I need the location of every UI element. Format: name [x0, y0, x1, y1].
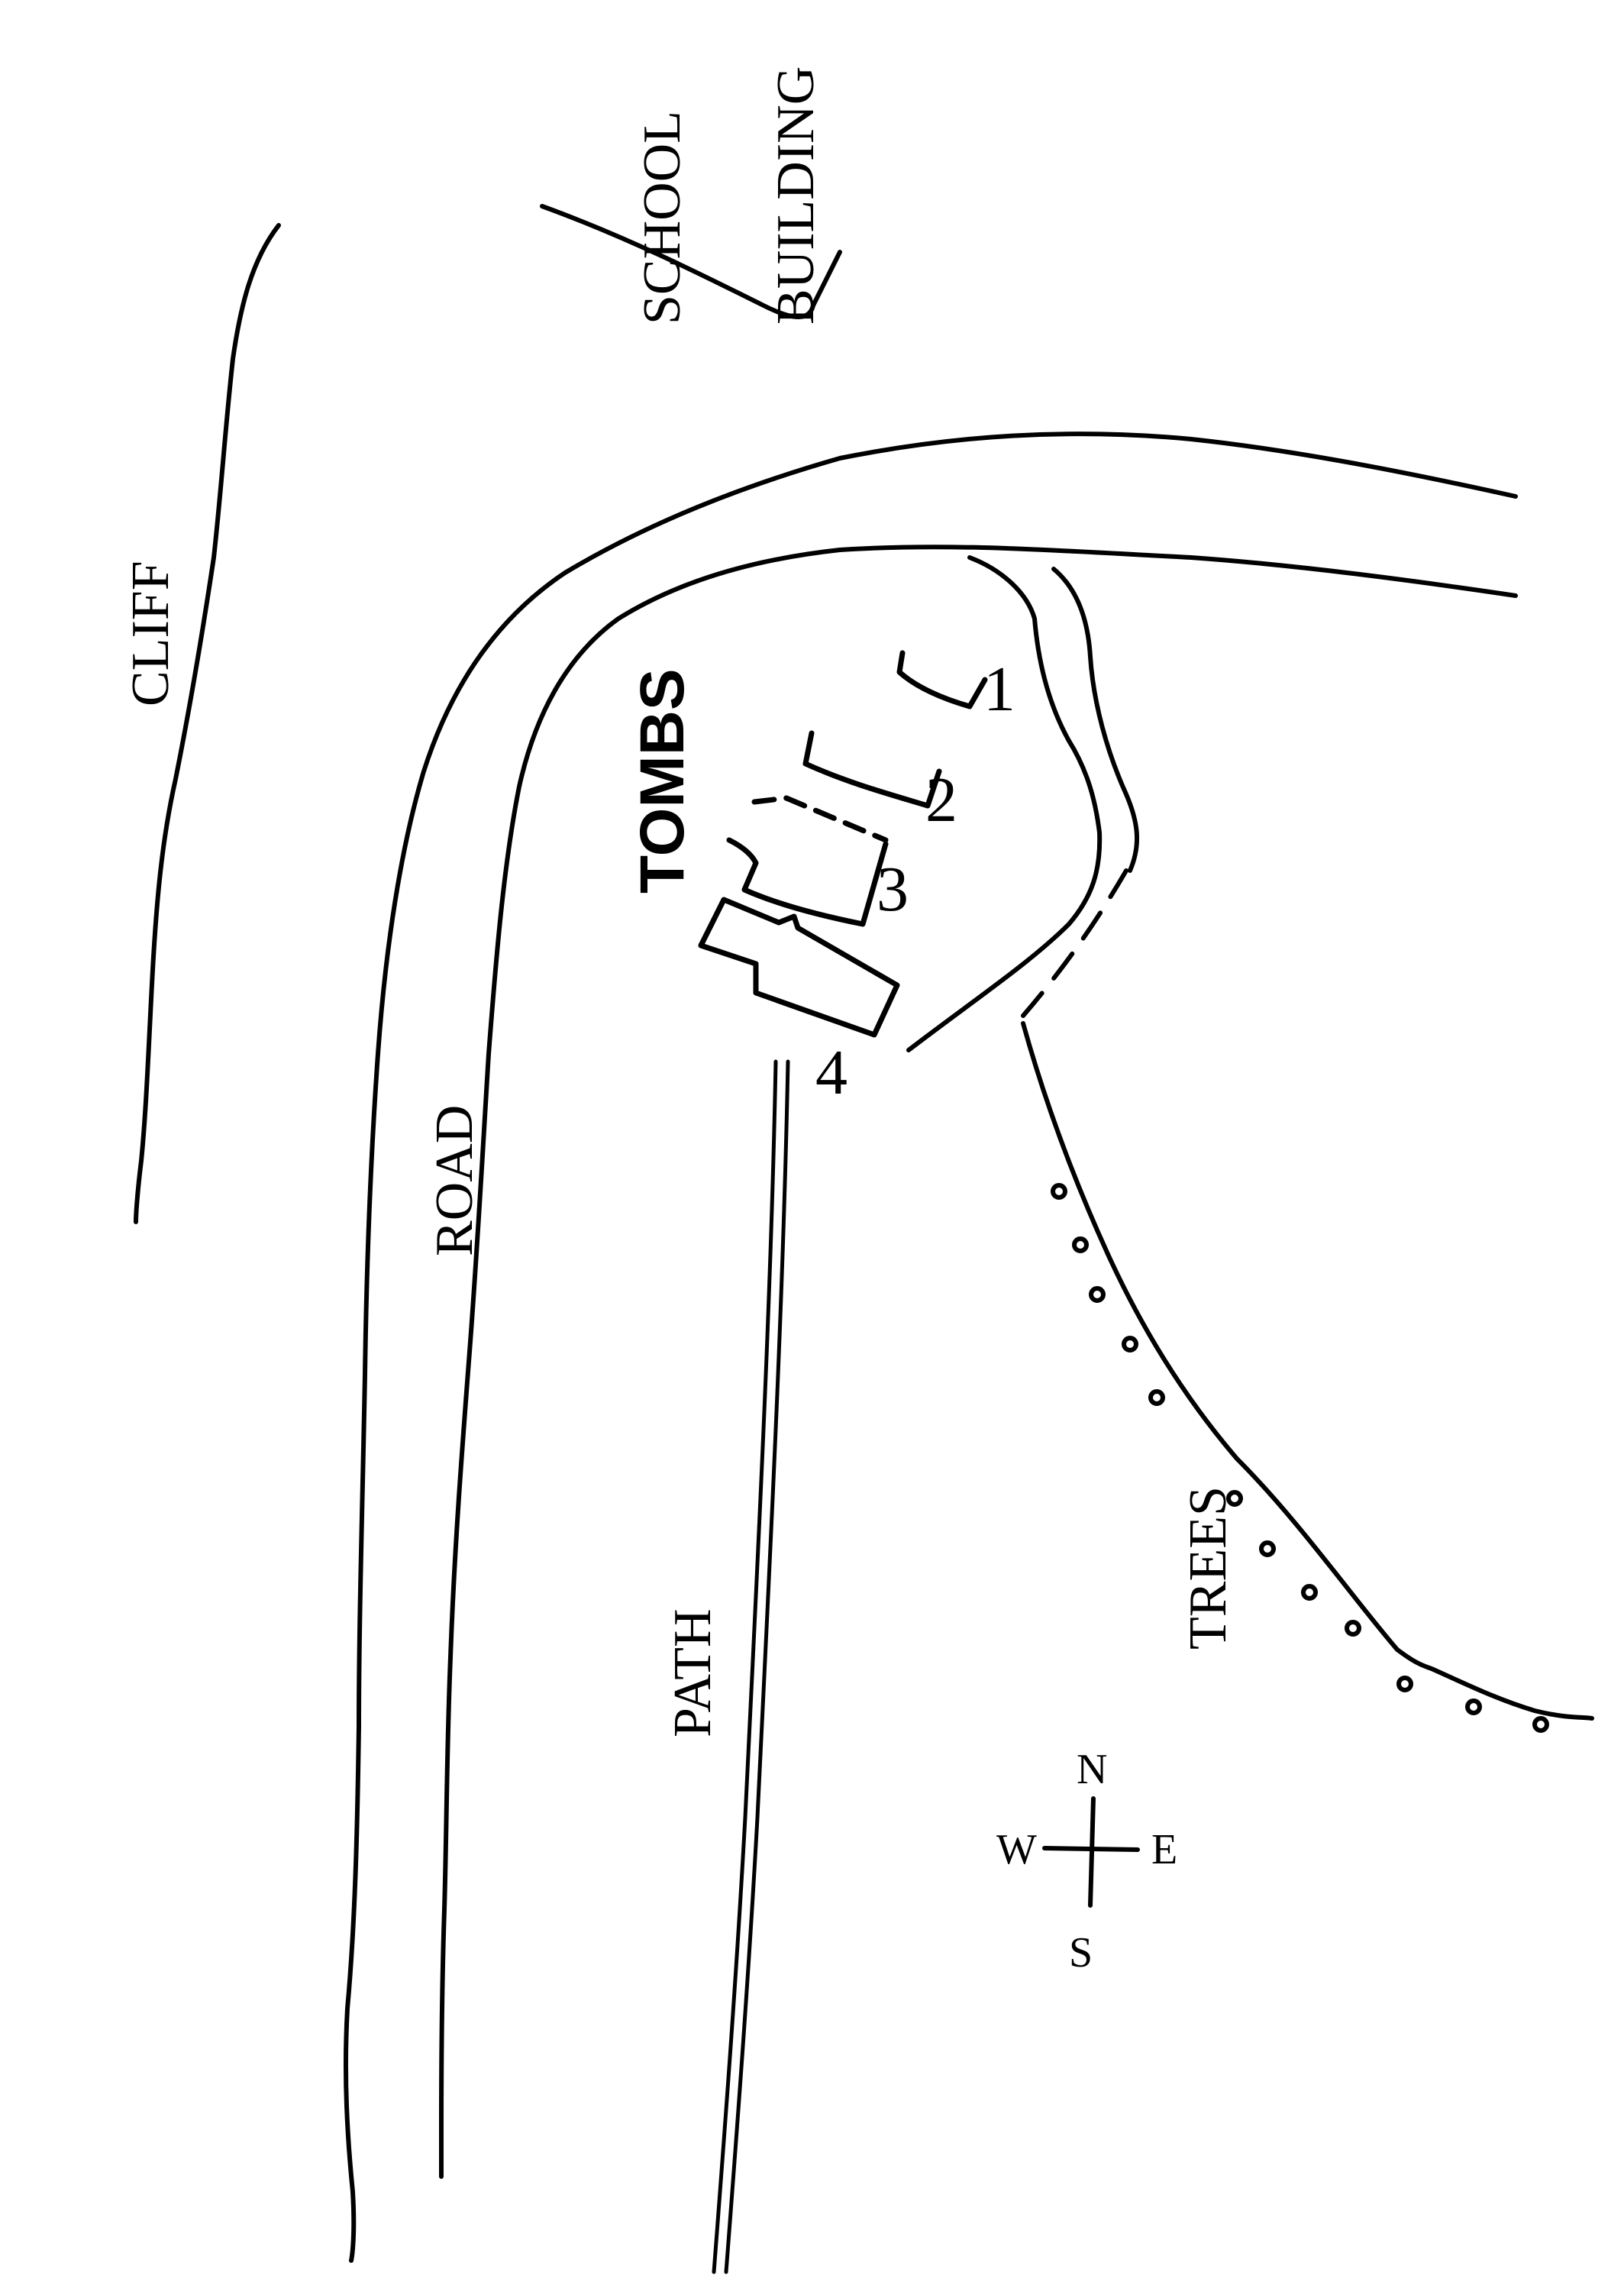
tree-markers — [1051, 1183, 1549, 1733]
tombs-label: TOMBS — [628, 668, 697, 894]
tree-marker — [1089, 1286, 1106, 1303]
tree-marker — [1396, 1676, 1413, 1692]
tomb-2-number: 2 — [925, 764, 957, 835]
tree-marker — [1301, 1584, 1318, 1601]
trees-label: TREES — [1179, 1486, 1238, 1650]
trees-feature: TREES — [1021, 1021, 1594, 1733]
compass-west: W — [996, 1826, 1037, 1873]
compass-east: E — [1151, 1826, 1177, 1873]
cliff-label: CLIFF — [121, 561, 180, 706]
school-label: SCHOOL — [633, 111, 692, 325]
tomb-1-number: 1 — [983, 654, 1015, 725]
road-label: ROAD — [425, 1105, 484, 1256]
path-label: PATH — [663, 1608, 722, 1737]
tomb-3-dashed-edge — [751, 795, 889, 843]
school-building-feature: SCHOOL BUILDING — [540, 66, 842, 325]
tomb-1-outline — [896, 650, 988, 709]
tree-marker — [1051, 1183, 1067, 1200]
tree-marker — [1532, 1716, 1549, 1733]
compass-south: S — [1069, 1929, 1093, 1976]
tree-marker — [1148, 1389, 1165, 1406]
compass-rose: N S W E — [996, 1746, 1177, 1976]
tree-marker — [1072, 1236, 1089, 1253]
tomb-4-number: 4 — [815, 1037, 848, 1108]
cliff-feature: CLIFF — [121, 223, 281, 1224]
tomb-4-outline — [698, 897, 900, 1038]
compass-north: N — [1077, 1746, 1107, 1793]
tree-marker — [1226, 1490, 1243, 1507]
tree-marker — [1122, 1336, 1138, 1353]
road-feature: ROAD — [343, 431, 1518, 2263]
building-label: BUILDING — [767, 66, 825, 325]
stream-feature — [906, 555, 1139, 1052]
tree-marker — [1345, 1620, 1361, 1637]
tomb-3-outline — [726, 837, 889, 927]
tombs-group: TOMBS 1 2 3 4 — [628, 650, 1015, 1108]
tomb-3-number: 3 — [877, 854, 909, 925]
tomb-2-outline — [802, 730, 942, 809]
path-feature: PATH — [663, 1059, 790, 2274]
tree-marker — [1259, 1540, 1276, 1557]
tree-marker — [1465, 1698, 1482, 1715]
